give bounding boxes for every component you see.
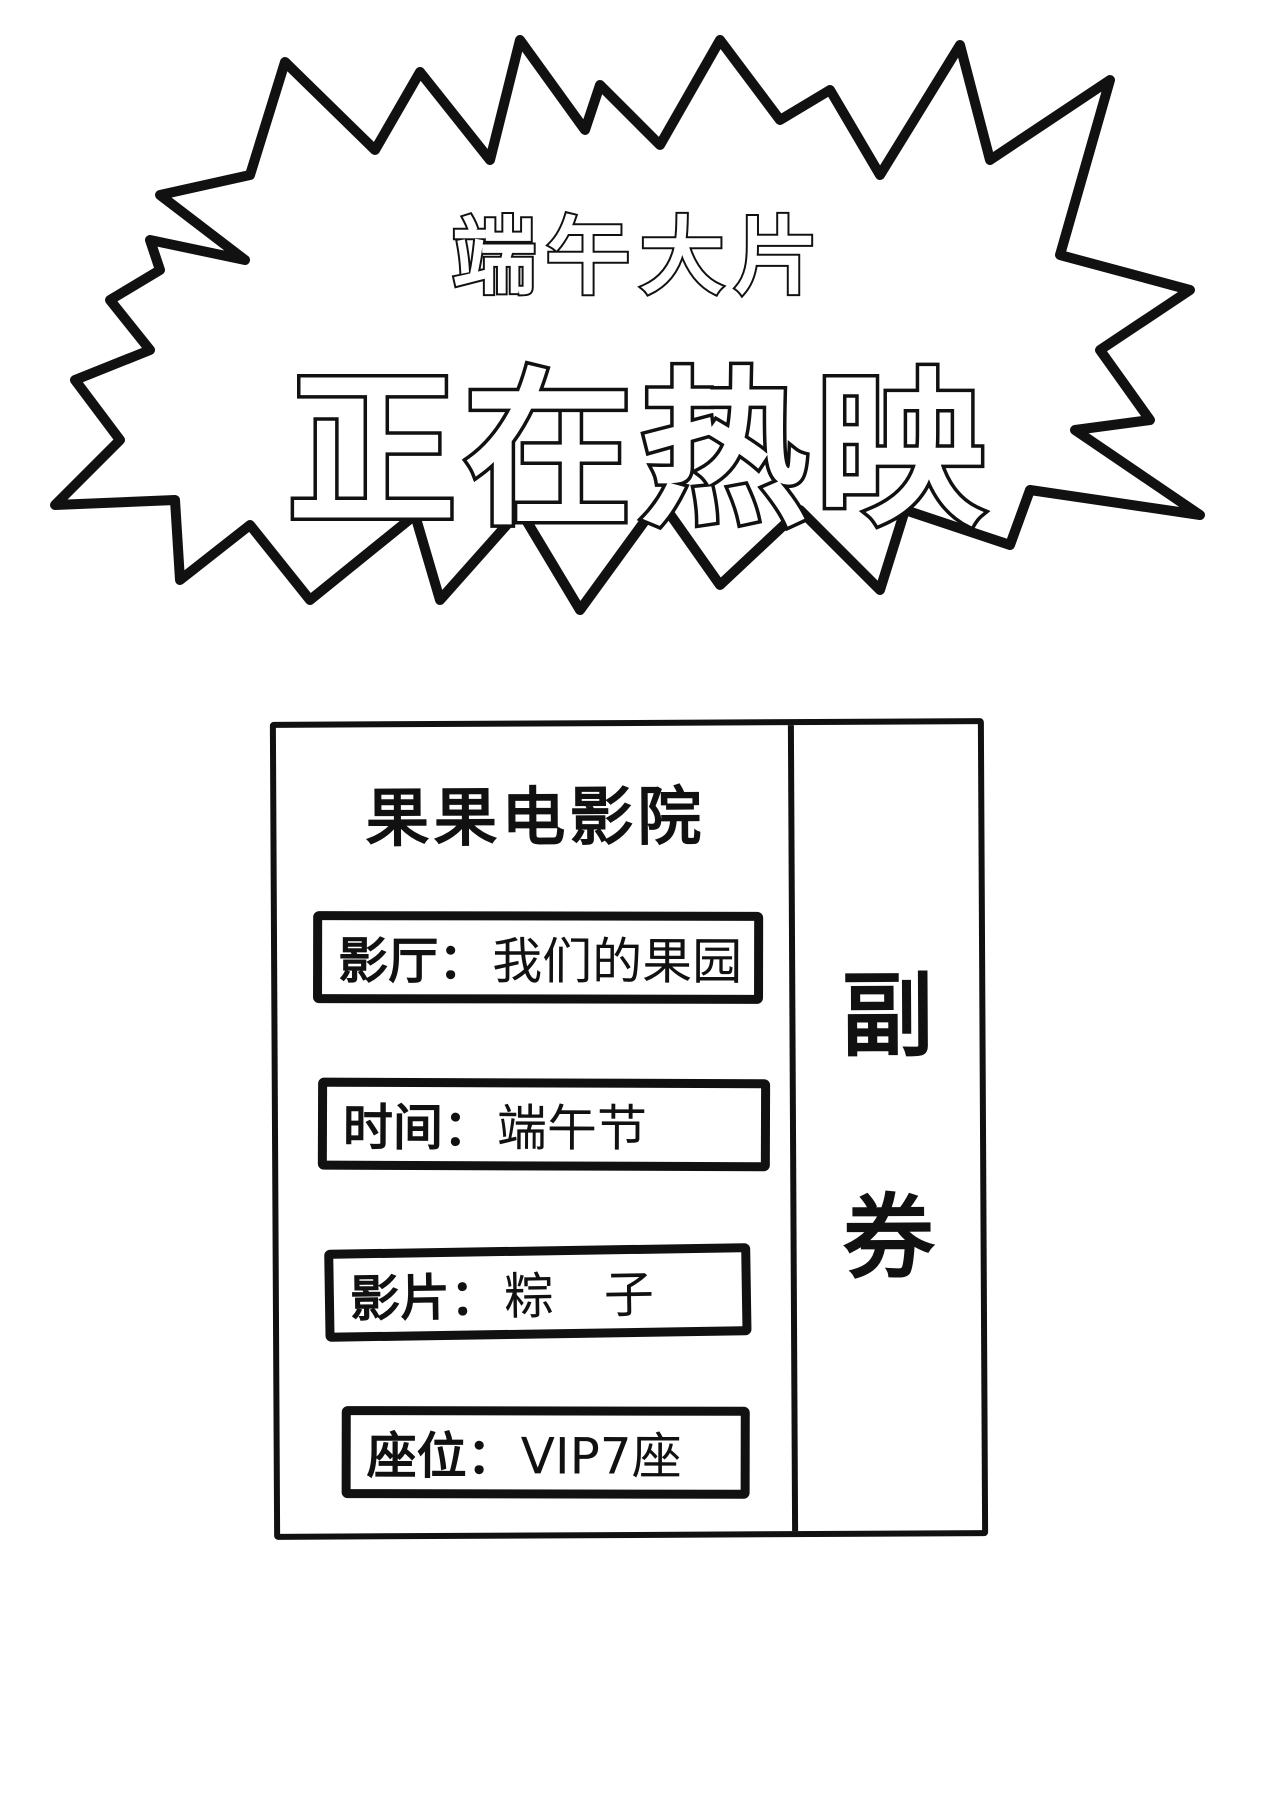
film-field: 影片： 粽 子 — [324, 1243, 752, 1342]
ticket-main-section: 果果电影院 影厅： 我们的果园 时间： 端午节 影片： 粽 子 座位： VIP7… — [275, 725, 799, 1534]
hall-field: 影厅： 我们的果园 — [313, 911, 764, 1004]
poster-title: 正在热映 — [285, 350, 992, 553]
time-value: 端午节 — [496, 1099, 648, 1158]
film-label: 影片： — [349, 1268, 501, 1329]
stub-char-2: 券 — [842, 1184, 935, 1292]
cinema-name: 果果电影院 — [365, 780, 706, 857]
hall-label: 影厅： — [338, 932, 489, 991]
time-field: 时间： 端午节 — [317, 1077, 771, 1172]
hall-value: 我们的果园 — [492, 932, 743, 991]
burst-outline — [50, 35, 1205, 615]
stub-char-1: 副 — [841, 962, 934, 1070]
poster-subtitle: 端午大片 — [450, 206, 828, 308]
film-value: 粽 子 — [503, 1265, 655, 1327]
seat-value: VIP7座 — [520, 1427, 682, 1486]
movie-ticket: 果果电影院 影厅： 我们的果园 时间： 端午节 影片： 粽 子 座位： VIP7… — [269, 718, 989, 1540]
time-label: 时间： — [342, 1098, 494, 1158]
seat-label: 座位： — [366, 1427, 517, 1486]
ticket-stub: 副 券 — [794, 724, 982, 1531]
seat-field: 座位： VIP7座 — [341, 1406, 750, 1499]
burst-frame — [50, 35, 1205, 615]
